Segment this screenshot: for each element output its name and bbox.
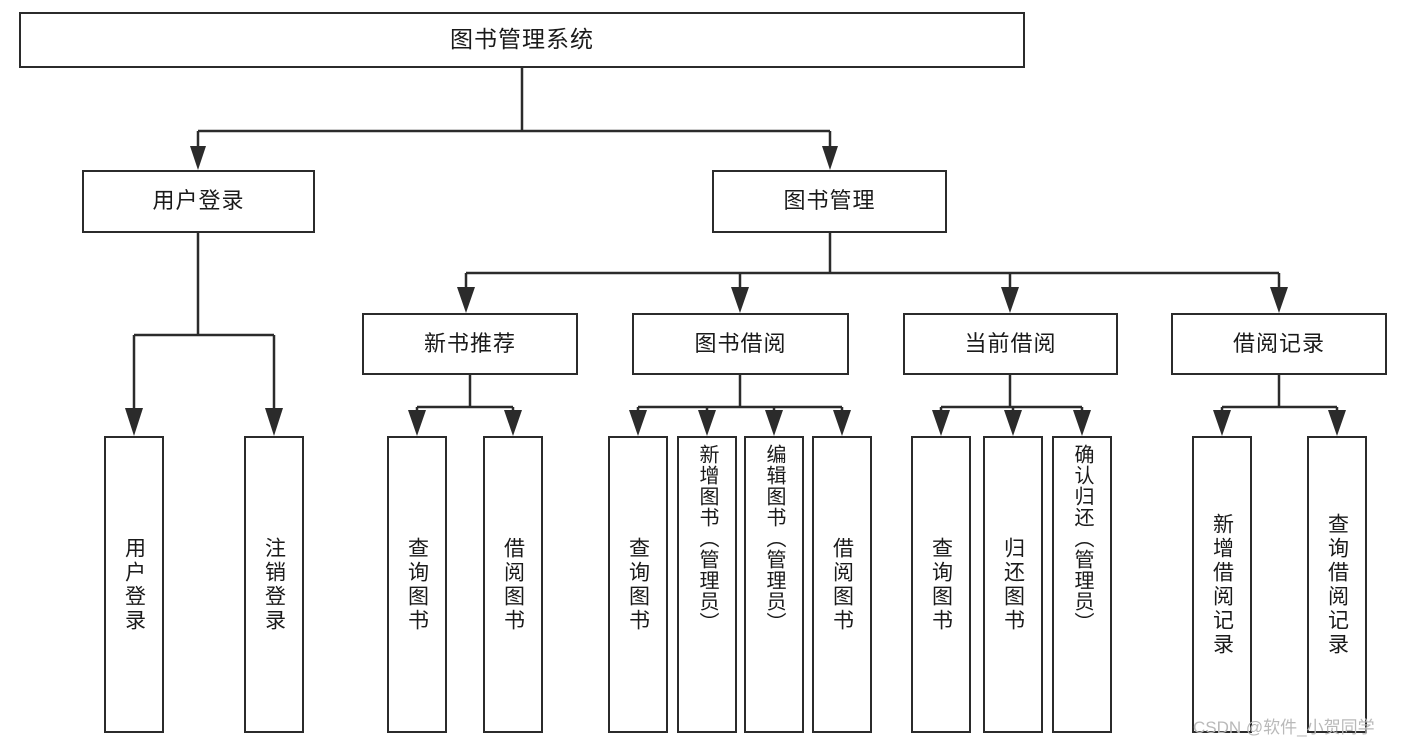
node-leaf-current-query-book[interactable]: 查询图书 [911, 436, 971, 733]
node-leaf-current-confirm-return[interactable]: 确认归还（管理员） [1052, 436, 1112, 733]
node-book-borrow[interactable]: 图书借阅 [632, 313, 849, 375]
node-borrow-record[interactable]: 借阅记录 [1171, 313, 1387, 375]
node-leaf-user-login[interactable]: 用户登录 [104, 436, 164, 733]
node-leaf-borrow-add-book[interactable]: 新增图书（管理员） [677, 436, 737, 733]
node-leaf-borrow-query-book[interactable]: 查询图书 [608, 436, 668, 733]
node-label: 新增图书（管理员） [696, 444, 718, 633]
node-label: 图书管理系统 [450, 26, 594, 53]
node-leaf-recommend-query-book[interactable]: 查询图书 [387, 436, 447, 733]
node-label: 查询图书 [626, 536, 650, 633]
node-label: 借阅记录 [1232, 330, 1325, 356]
node-label: 查询图书 [929, 536, 953, 633]
node-current-borrow[interactable]: 当前借阅 [903, 313, 1118, 375]
node-label: 新书推荐 [423, 330, 516, 356]
node-leaf-borrow-edit-book[interactable]: 编辑图书（管理员） [744, 436, 804, 733]
node-label: 注销登录 [262, 536, 286, 633]
link-root-to-user-login [190, 131, 206, 170]
node-label: 图书管理 [783, 188, 876, 214]
link-root-stem [198, 68, 830, 133]
watermark: CSDN @软件_小贺同学 [1193, 718, 1375, 737]
node-leaf-record-add[interactable]: 新增借阅记录 [1192, 436, 1252, 733]
link-user-login-bus [125, 233, 283, 436]
node-label: 图书借阅 [694, 330, 787, 356]
node-label: 用户登录 [122, 536, 146, 633]
node-leaf-user-logout[interactable]: 注销登录 [244, 436, 304, 733]
node-leaf-recommend-borrow-book[interactable]: 借阅图书 [483, 436, 543, 733]
node-leaf-record-query[interactable]: 查询借阅记录 [1307, 436, 1367, 733]
node-user-login[interactable]: 用户登录 [82, 170, 315, 233]
node-label: 归还图书 [1001, 536, 1025, 633]
link-book-borrow-bus [629, 375, 851, 436]
node-label: 查询图书 [405, 536, 429, 633]
node-label: 借阅图书 [830, 536, 854, 633]
node-leaf-borrow-borrow-book[interactable]: 借阅图书 [812, 436, 872, 733]
node-label: 用户登录 [152, 188, 245, 214]
link-new-book-recommend-bus [408, 375, 522, 436]
node-label: 确认归还（管理员） [1071, 444, 1093, 633]
node-label: 当前借阅 [964, 330, 1057, 356]
node-leaf-current-return-book[interactable]: 归还图书 [983, 436, 1043, 733]
node-new-book-recommend[interactable]: 新书推荐 [362, 313, 578, 375]
node-label: 查询借阅记录 [1325, 512, 1349, 657]
node-root-book-management-system[interactable]: 图书管理系统 [19, 12, 1025, 68]
node-label: 借阅图书 [501, 536, 525, 633]
link-current-borrow-bus [932, 375, 1091, 436]
node-label: 编辑图书（管理员） [763, 444, 785, 633]
link-root-to-book-manage [822, 131, 838, 170]
link-borrow-record-bus [1213, 375, 1346, 436]
link-book-manage-bus [457, 233, 1288, 313]
node-book-manage[interactable]: 图书管理 [712, 170, 947, 233]
node-label: 新增借阅记录 [1210, 512, 1234, 657]
